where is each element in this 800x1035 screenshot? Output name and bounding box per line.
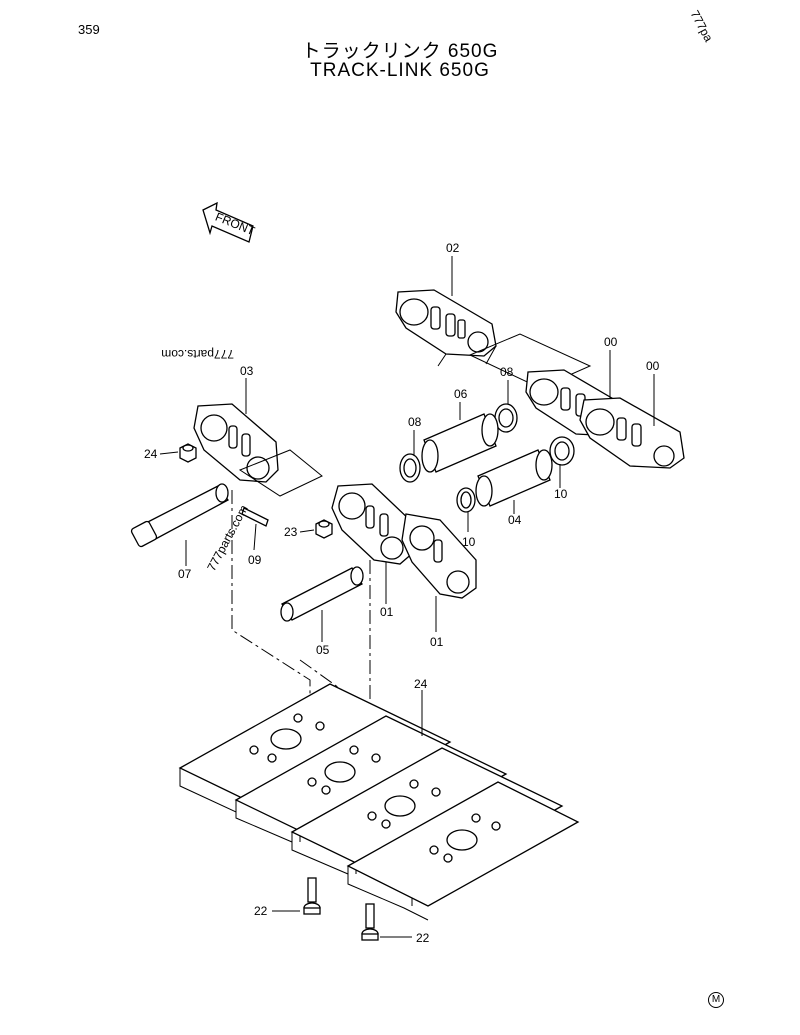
part-10-seal-b (456, 487, 476, 513)
part-04-bushing (475, 449, 553, 507)
page-title-jp: トラックリンク 650G (301, 41, 499, 62)
part-08-seal-a (399, 453, 421, 483)
track-shoe-4 (346, 781, 580, 921)
page-number: 359 (78, 22, 100, 37)
watermark-upside-down: 777parts.com (161, 347, 234, 361)
label-22-a: 22 (254, 904, 268, 918)
part-24-nut (179, 443, 197, 463)
footer-mark: M (708, 992, 724, 1008)
part-22-bolt-a (303, 877, 321, 915)
label-24-b: 24 (414, 677, 428, 691)
label-08-a: 08 (408, 415, 422, 429)
label-09: 09 (248, 553, 262, 567)
part-03-link (193, 403, 279, 483)
label-08-b: 08 (500, 365, 514, 379)
part-22-bolt-b (361, 903, 379, 941)
part-00-link-b (579, 397, 685, 469)
front-arrow: FRONT (202, 201, 257, 243)
part-02-link (395, 289, 497, 367)
label-05: 05 (316, 643, 330, 657)
label-03: 03 (240, 364, 254, 378)
page-title-en: TRACK-LINK 650G (310, 60, 490, 81)
part-01-link-a (331, 483, 415, 565)
label-00-a: 00 (604, 335, 618, 349)
part-24-track-shoes (178, 683, 580, 921)
label-22-b: 22 (416, 931, 430, 945)
label-04: 04 (508, 513, 522, 527)
label-01-b: 01 (430, 635, 444, 649)
label-24-a: 24 (144, 447, 158, 461)
label-01-a: 01 (380, 605, 394, 619)
link-outline (238, 449, 323, 497)
part-09-spring-pin (241, 507, 269, 527)
label-02: 02 (446, 241, 460, 255)
link-outline (468, 333, 592, 389)
label-06: 06 (454, 387, 468, 401)
label-10-a: 10 (554, 487, 568, 501)
label-23: 23 (284, 525, 298, 539)
part-10-seal-a (549, 436, 575, 466)
part-05-pin (280, 566, 364, 622)
part-01-link-b (401, 513, 477, 599)
part-08-seal-b (494, 403, 518, 433)
watermark-vertical: 777parts.com (204, 503, 250, 574)
leader-lines (159, 256, 655, 938)
part-06-bushing (421, 413, 499, 473)
part-23-nut (315, 519, 333, 539)
label-00-b: 00 (646, 359, 660, 373)
part-07-pin (130, 483, 229, 548)
label-07: 07 (178, 567, 192, 581)
label-10-b: 10 (462, 535, 476, 549)
